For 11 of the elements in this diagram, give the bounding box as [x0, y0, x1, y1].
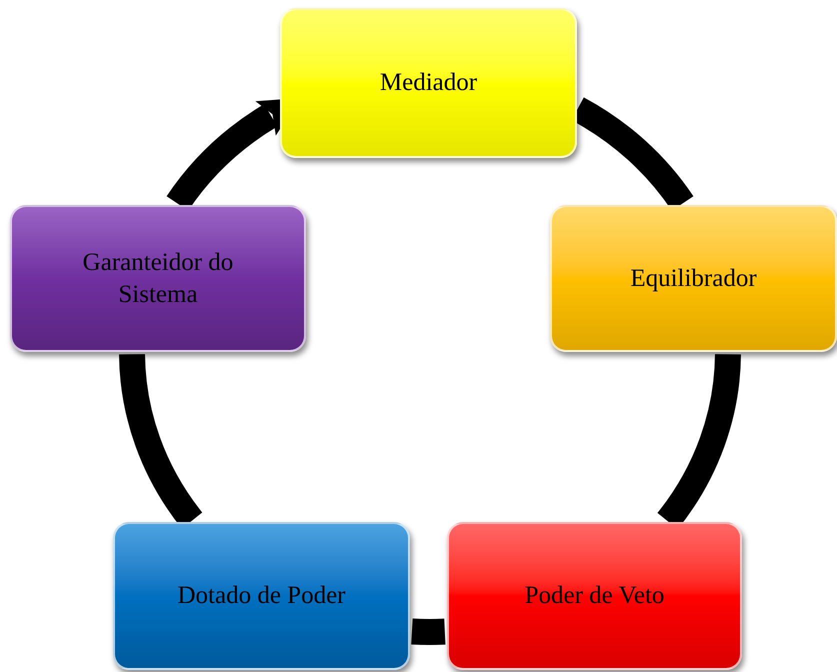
rounded-box	[280, 8, 577, 158]
rounded-box	[113, 522, 410, 670]
box-label: Equilibrador	[630, 264, 757, 294]
box-label: Garanteidor do Sistema	[82, 248, 234, 310]
box-label: Dotado de Poder	[177, 581, 346, 612]
rounded-box	[550, 205, 837, 352]
rounded-box	[10, 205, 306, 352]
connector-arc	[411, 618, 446, 645]
rounded-box	[447, 522, 742, 670]
box-label: Mediador	[380, 68, 478, 98]
box-label: Poder de Veto	[524, 581, 664, 612]
